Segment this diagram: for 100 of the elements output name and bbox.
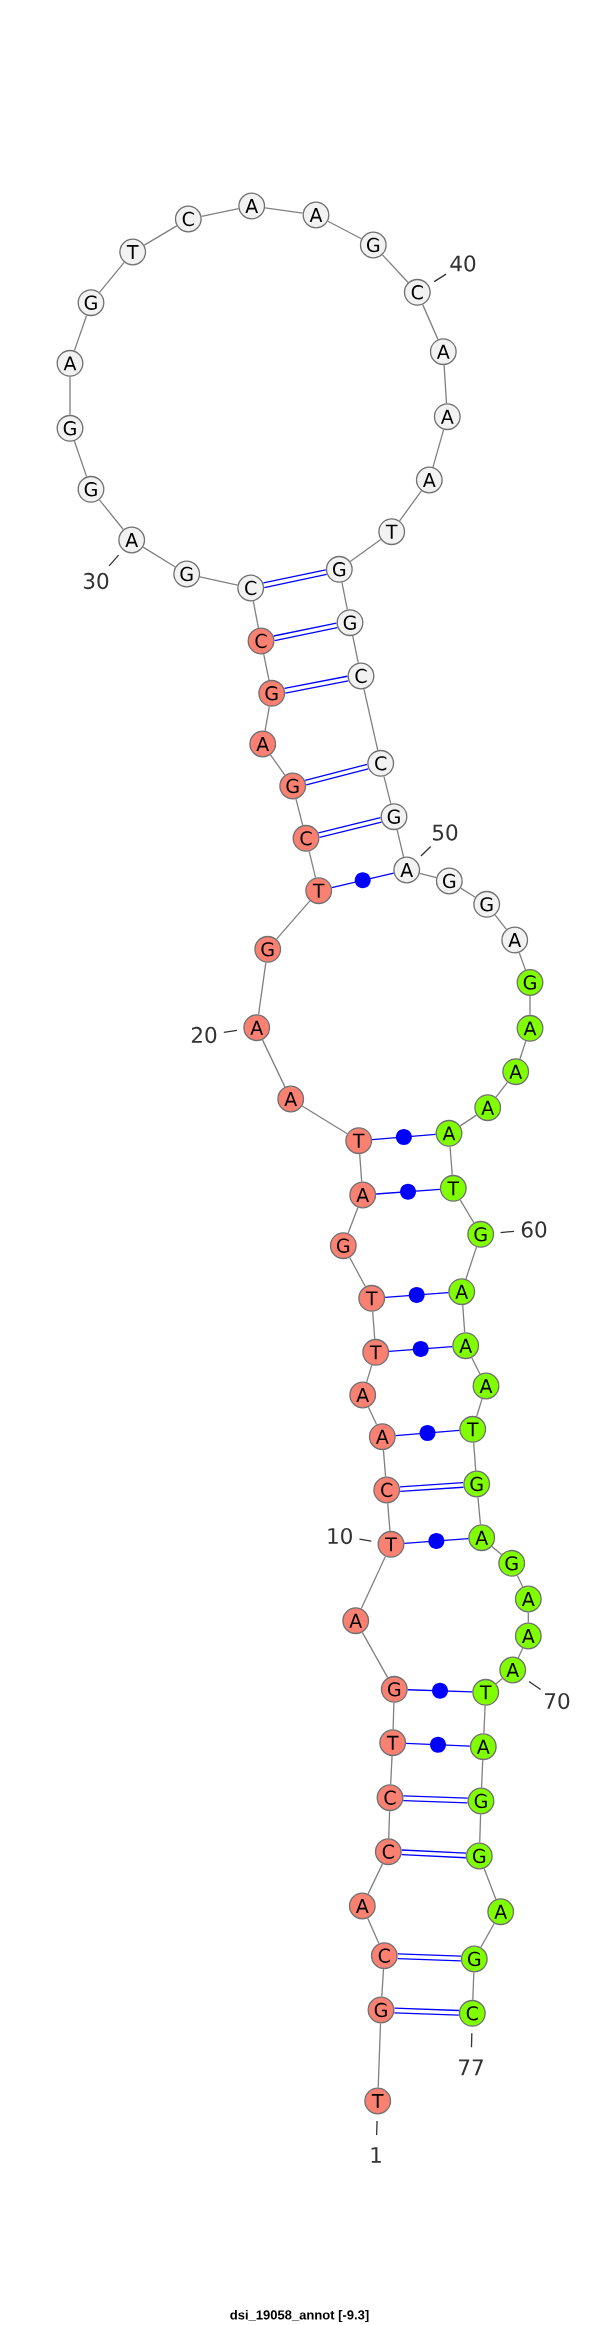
backbone-line — [295, 798, 304, 826]
backbone-line — [483, 1705, 486, 1734]
backbone-line — [98, 499, 124, 531]
base-pair-line — [263, 569, 327, 589]
backbone-line — [349, 1256, 366, 1288]
base-pair-line — [405, 1736, 471, 1753]
backbone-line — [476, 1398, 483, 1418]
backbone-line — [367, 1406, 378, 1426]
backbone-line — [73, 440, 88, 478]
leader-line — [470, 2032, 473, 2048]
base-pair-line — [395, 1425, 460, 1441]
backbone-line — [365, 1364, 373, 1383]
base-pair-line — [403, 1533, 469, 1549]
backbone-line — [383, 775, 392, 805]
backbone-line — [477, 1496, 482, 1525]
backbone-line — [480, 1922, 495, 1948]
leader-line — [433, 273, 447, 283]
backbone-line — [516, 1574, 524, 1588]
backbone-line — [377, 2022, 382, 2089]
backbone-line — [529, 995, 531, 1016]
backbone-line — [372, 1311, 376, 1340]
leader-line — [358, 1538, 372, 1542]
backbone-line — [363, 688, 379, 751]
backbone-line — [264, 207, 304, 214]
backbone-line — [479, 1813, 482, 1844]
backbone-line — [462, 1304, 466, 1333]
backbone-line — [269, 754, 286, 776]
backbone-line — [432, 429, 445, 468]
leader-line — [376, 2120, 378, 2136]
backbone-line — [443, 364, 448, 404]
backbone-line — [473, 1442, 477, 1472]
backbone-line — [301, 1105, 348, 1135]
base-pair-line — [397, 1953, 461, 1962]
backbone-line — [142, 546, 176, 568]
base-pair-line — [375, 1183, 441, 1200]
backbone-line — [143, 225, 178, 246]
caption: dsi_19058_annot [-9.3] — [230, 2309, 369, 2323]
backbone-line — [471, 1357, 481, 1375]
base-pair-line — [304, 763, 369, 786]
backbone-line — [263, 653, 270, 681]
backbone-line — [382, 1449, 387, 1478]
base-pair-line — [407, 1682, 473, 1699]
backbone-line — [459, 1199, 475, 1224]
backbone-line — [518, 952, 527, 971]
backbone-line — [381, 1968, 385, 1998]
backbone-line — [252, 600, 260, 629]
backbone-line — [360, 1555, 386, 1610]
base-pair-line — [394, 2007, 459, 2016]
backbone-line — [347, 1206, 359, 1234]
base-pair-line — [371, 1129, 437, 1145]
base-pair-line — [399, 1481, 464, 1493]
position-number: 70 — [545, 1692, 570, 1710]
position-number: 10 — [328, 1527, 352, 1545]
position-number: 40 — [450, 255, 476, 272]
backbone-line — [519, 1040, 527, 1060]
backbone-line — [517, 1647, 524, 1659]
backbone-line — [381, 254, 409, 284]
position-number: 60 — [521, 1221, 547, 1238]
leader-line — [108, 554, 120, 567]
base-pair-line — [388, 1341, 453, 1357]
base-pair-line — [273, 622, 338, 642]
backbone-line — [422, 304, 439, 341]
backbone-line — [459, 1114, 478, 1127]
backbone-line — [352, 635, 359, 664]
backbone-line — [491, 1545, 503, 1556]
backbone-line — [349, 538, 382, 563]
backbone-line — [308, 850, 317, 879]
backbone-line — [396, 829, 405, 858]
backbone-line — [98, 261, 125, 293]
backbone-line — [275, 900, 311, 940]
backbone-line — [387, 1502, 391, 1532]
base-pair-line — [318, 817, 382, 838]
backbone-line — [449, 1146, 453, 1176]
backbone-line — [69, 376, 71, 416]
backbone-line — [494, 914, 508, 931]
backbone-line — [73, 314, 88, 352]
position-number: 30 — [83, 572, 109, 590]
leader-line — [420, 845, 432, 857]
backbone-line — [367, 1863, 384, 1895]
backbone-line — [398, 490, 423, 522]
backbone-line — [199, 576, 239, 586]
position-number: 1 — [371, 2147, 381, 2163]
leader-line — [499, 1230, 515, 1234]
backbone-line — [264, 705, 270, 732]
backbone-line — [392, 1702, 395, 1730]
leader-line — [223, 1029, 238, 1033]
position-number: 20 — [191, 1026, 217, 1044]
leader-line — [528, 1680, 542, 1691]
backbone-line — [257, 962, 267, 1016]
backbone-line — [472, 1971, 475, 2001]
backbone-line — [495, 1081, 509, 1098]
position-number: 50 — [433, 824, 458, 841]
backbone-line — [200, 208, 240, 217]
base-pair-line — [384, 1287, 449, 1303]
backbone-line — [261, 1039, 286, 1088]
backbone-line — [480, 1759, 484, 1789]
backbone-line — [361, 1631, 389, 1679]
backbone-line — [483, 1867, 497, 1900]
backbone-line — [495, 1677, 503, 1685]
backbone-line — [419, 872, 437, 879]
